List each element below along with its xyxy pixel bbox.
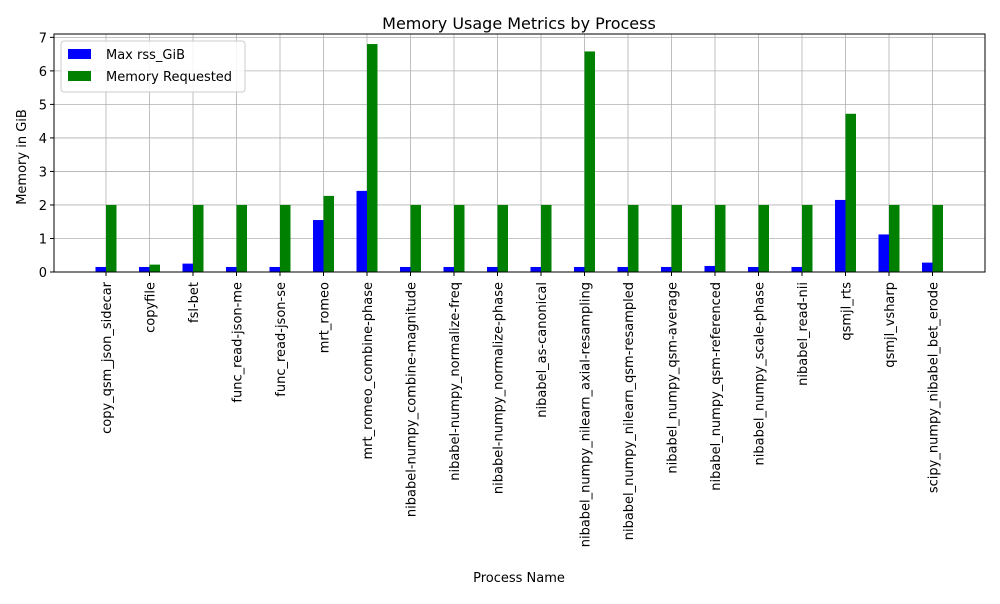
x-tick-label: mrt_romeo_combine-phase	[361, 282, 376, 460]
bar-max-rss-fsl-bet	[182, 263, 193, 272]
x-tick-label: nibabel-numpy_combine-magnitude	[405, 282, 420, 517]
bar-memory-requested-mrt_romeo	[323, 195, 334, 272]
bar-memory-requested-qsmjl_rts	[845, 113, 856, 273]
legend-label-max-rss: Max rss_GiB	[106, 48, 185, 63]
x-tick-label: scipy_numpy_nibabel_bet_erode	[927, 282, 942, 493]
bar-memory-requested-nibabel-numpy_combine-magnitude	[410, 204, 421, 272]
x-tick-label: nibabel_numpy_qsm-average	[666, 282, 681, 474]
bar-max-rss-nibabel_numpy_scale-phase	[748, 266, 759, 272]
legend: Max rss_GiB Memory Requested	[60, 40, 246, 93]
bar-max-rss-nibabel_read-nii	[791, 266, 802, 272]
bar-max-rss-func_read-json-se	[269, 266, 280, 272]
x-tick-label: nibabel_numpy_nilearn_qsm-resampled	[622, 282, 637, 540]
bar-max-rss-qsmjl_rts	[835, 199, 846, 272]
y-axis-label: Memory in GiB	[15, 109, 30, 205]
y-tick-label: 3	[39, 165, 47, 180]
bar-memory-requested-copy_qsm_json_sidecar	[106, 204, 117, 272]
x-tick-label: nibabel_numpy_qsm-referenced	[709, 282, 724, 491]
bar-max-rss-mrt_romeo	[313, 220, 324, 272]
bar-memory-requested-qsmjl_vsharp	[889, 204, 900, 272]
x-tick-label: nibabel_numpy_nilearn_axial-resampling	[579, 282, 594, 547]
bar-memory-requested-copyfile	[149, 264, 160, 272]
bar-max-rss-nibabel_numpy_qsm-referenced	[704, 265, 715, 272]
bar-memory-requested-func_read-json-me	[236, 204, 247, 272]
y-tick-label: 7	[39, 31, 47, 46]
bar-max-rss-scipy_numpy_nibabel_bet_erode	[922, 262, 933, 272]
x-tick-label: copyfile	[144, 282, 159, 333]
bar-max-rss-copy_qsm_json_sidecar	[95, 266, 106, 272]
legend-box	[60, 40, 246, 93]
x-tick-label: nibabel-numpy_normalize-phase	[492, 282, 507, 494]
x-tick-label: qsmjl_vsharp	[883, 282, 898, 368]
bar-max-rss-nibabel_numpy_nilearn_axial-resampling	[574, 266, 585, 272]
bar-max-rss-func_read-json-me	[226, 266, 237, 272]
x-tick-label: mrt_romeo	[318, 282, 333, 353]
bar-memory-requested-nibabel_numpy_qsm-average	[671, 204, 682, 272]
y-axis: 0 1 2 3 4 5 6 7	[39, 31, 54, 281]
legend-label-memory-requested: Memory Requested	[106, 70, 232, 85]
bar-max-rss-copyfile	[139, 266, 150, 272]
x-tick-label: nibabel_numpy_scale-phase	[753, 282, 768, 465]
bar-max-rss-nibabel-numpy_normalize-freq	[443, 266, 454, 272]
x-tick-label: nibabel-numpy_normalize-freq	[448, 282, 463, 481]
x-tick-label: copy_qsm_json_sidecar	[100, 281, 115, 434]
bar-memory-requested-nibabel_numpy_qsm-referenced	[715, 204, 726, 272]
x-tick-label: func_read-json-me	[231, 282, 246, 403]
x-tick-label: qsmjl_rts	[840, 282, 855, 341]
y-tick-label: 5	[39, 98, 47, 113]
bar-memory-requested-fsl-bet	[193, 204, 204, 272]
bar-memory-requested-nibabel-numpy_normalize-freq	[454, 204, 465, 272]
bar-memory-requested-nibabel_numpy_nilearn_qsm-resampled	[628, 204, 639, 272]
bar-memory-requested-nibabel_numpy_scale-phase	[758, 204, 769, 272]
bar-memory-requested-nibabel_as-canonical	[541, 204, 552, 272]
bars-group	[95, 44, 943, 273]
y-tick-label: 6	[39, 65, 47, 80]
bar-max-rss-mrt_romeo_combine-phase	[356, 190, 367, 272]
bar-memory-requested-nibabel-numpy_normalize-phase	[497, 204, 508, 272]
chart-title: Memory Usage Metrics by Process	[382, 14, 656, 33]
x-tick-label: func_read-json-se	[274, 282, 289, 397]
bar-memory-requested-scipy_numpy_nibabel_bet_erode	[932, 204, 943, 272]
bar-max-rss-nibabel-numpy_normalize-phase	[487, 266, 498, 272]
x-tick-label: nibabel_read-nii	[796, 282, 811, 386]
bar-max-rss-nibabel_numpy_nilearn_qsm-resampled	[617, 266, 628, 272]
x-axis: copy_qsm_json_sidecar copyfile fsl-bet func…	[100, 272, 942, 547]
bar-memory-requested-nibabel_numpy_nilearn_axial-resampling	[584, 51, 595, 272]
x-axis-label: Process Name	[473, 571, 565, 586]
y-tick-label: 2	[39, 199, 47, 214]
y-tick-label: 0	[39, 266, 47, 281]
plot-area-frame	[53, 33, 986, 273]
bar-max-rss-qsmjl_vsharp	[878, 234, 889, 272]
legend-swatch-memory-requested	[68, 71, 91, 81]
bar-memory-requested-nibabel_read-nii	[802, 204, 813, 272]
bar-memory-requested-func_read-json-se	[280, 204, 291, 272]
bar-memory-requested-mrt_romeo_combine-phase	[367, 44, 378, 273]
bar-max-rss-nibabel-numpy_combine-magnitude	[400, 266, 411, 272]
y-tick-label: 1	[39, 232, 47, 247]
legend-swatch-max-rss	[68, 49, 91, 59]
x-tick-label: nibabel_as-canonical	[535, 282, 550, 418]
bar-max-rss-nibabel_numpy_qsm-average	[661, 266, 672, 272]
x-tick-label: fsl-bet	[187, 282, 202, 323]
bar-max-rss-nibabel_as-canonical	[530, 266, 541, 272]
y-tick-label: 4	[39, 132, 47, 147]
